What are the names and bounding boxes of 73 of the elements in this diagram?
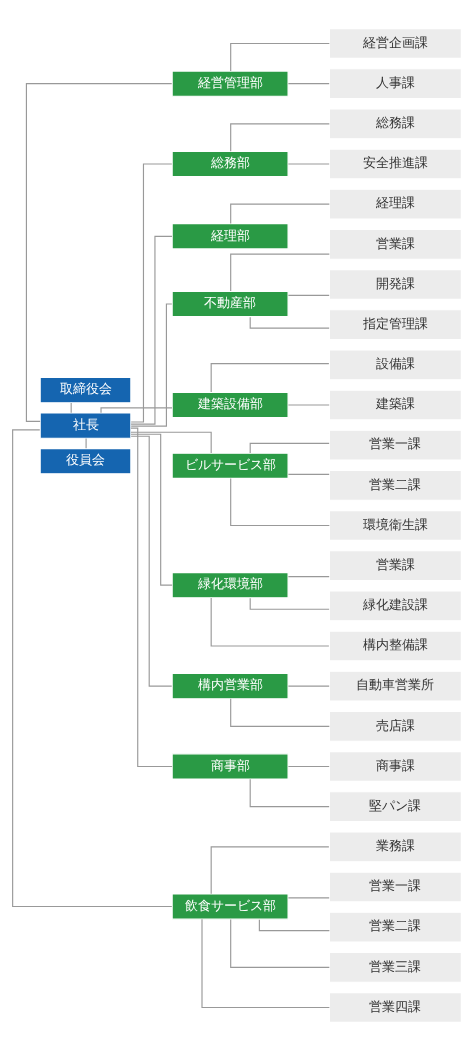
- node-box: 営業三課: [328, 951, 462, 983]
- connector: [85, 437, 87, 449]
- node-box: 緑化建設課: [328, 590, 462, 622]
- connector: [230, 203, 330, 225]
- node-box: 指定管理課: [328, 309, 462, 341]
- connector: [201, 918, 330, 1009]
- connector: [230, 698, 330, 727]
- connector: [70, 402, 72, 414]
- node-box: 設備課: [328, 349, 462, 381]
- node-box: 商事課: [328, 751, 462, 782]
- connector: [249, 597, 330, 610]
- node-box: 営業一課: [328, 871, 462, 903]
- connector: [130, 431, 212, 454]
- connector: [130, 435, 173, 687]
- connector: [130, 235, 173, 425]
- node-box: 環境衛生課: [328, 510, 462, 541]
- connector: [287, 897, 330, 899]
- node-box: 社長: [39, 412, 132, 439]
- node-box: 経営管理部: [171, 70, 289, 97]
- node-box: 開発課: [328, 269, 462, 300]
- connector: [287, 294, 330, 296]
- node-box: 自動車営業所: [328, 670, 462, 702]
- node-box: 営業課: [328, 550, 462, 582]
- node-box: 総務部: [171, 150, 289, 178]
- node-box: 建築課: [328, 389, 462, 421]
- connector: [287, 576, 330, 578]
- connector: [249, 316, 330, 329]
- connector: [210, 597, 330, 647]
- node-box: 堅パン課: [328, 791, 462, 823]
- node-box: 営業二課: [328, 469, 462, 501]
- node-box: 商事部: [171, 753, 289, 780]
- node-box: 営業課: [328, 228, 462, 260]
- connector: [249, 778, 330, 808]
- node-box: 構内整備課: [328, 630, 462, 662]
- connector: [25, 83, 173, 423]
- connector: [130, 433, 173, 586]
- node-box: 営業一課: [328, 429, 462, 461]
- connector: [230, 42, 330, 72]
- connector: [287, 163, 330, 165]
- node-box: 経理課: [328, 188, 462, 220]
- connector: [12, 429, 173, 908]
- node-box: 飲食サービス部: [171, 893, 289, 920]
- connector: [249, 442, 330, 454]
- node-box: 構内営業部: [171, 672, 289, 700]
- node-box: 営業二課: [328, 911, 462, 943]
- connector: [287, 404, 330, 406]
- connector: [287, 473, 330, 475]
- connector: [130, 303, 173, 427]
- node-box: ビルサービス部: [171, 452, 289, 480]
- node-box: 経理部: [171, 223, 289, 250]
- node-box: 業務課: [328, 831, 462, 863]
- node-box: 売店課: [328, 710, 462, 742]
- connector: [230, 123, 330, 152]
- connector: [287, 83, 330, 85]
- node-box: 建築設備部: [171, 391, 289, 419]
- connector: [287, 765, 330, 768]
- connector: [210, 846, 330, 895]
- connector: [230, 477, 330, 527]
- node-box: 営業四課: [328, 992, 462, 1023]
- connector: [210, 363, 330, 393]
- node-box: 人事課: [328, 68, 462, 100]
- node-box: 経営企画課: [328, 28, 462, 59]
- node-box: 役員会: [39, 448, 132, 475]
- node-box: 不動産部: [171, 290, 289, 318]
- node-box: 緑化環境部: [171, 571, 289, 599]
- connector: [230, 918, 330, 968]
- connector: [287, 685, 330, 687]
- node-box: 取締役会: [39, 376, 132, 404]
- connector: [230, 253, 330, 292]
- connector: [130, 163, 173, 423]
- node-box: 安全推進課: [328, 148, 462, 180]
- node-box: 総務課: [328, 108, 462, 140]
- connector: [130, 427, 173, 768]
